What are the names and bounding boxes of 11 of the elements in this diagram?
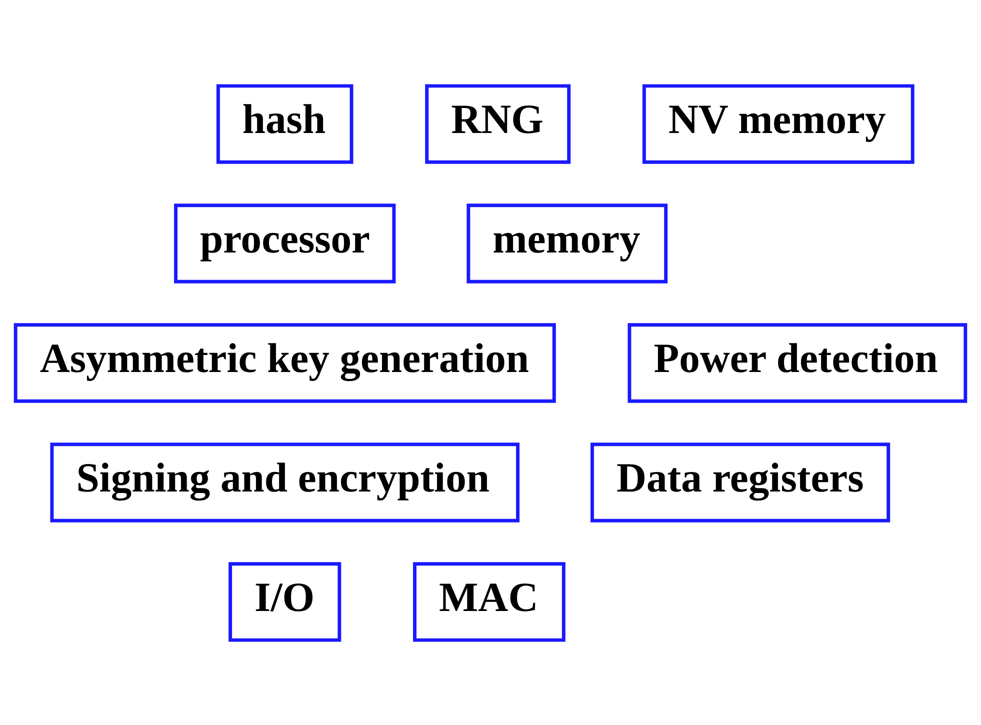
node-box: Power detection [628, 322, 968, 402]
node-box: processor [174, 203, 396, 283]
node-box: memory [466, 203, 668, 283]
node-box: Data registers [590, 442, 890, 522]
node-box: RNG [425, 84, 571, 164]
node-box: I/O [228, 562, 342, 642]
node-box: hash [216, 84, 354, 164]
node-box: Asymmetric key generation [14, 322, 556, 402]
node-box: NV memory [642, 84, 914, 164]
node-box: MAC [413, 562, 566, 642]
node-box: Signing and encryption [50, 442, 520, 522]
